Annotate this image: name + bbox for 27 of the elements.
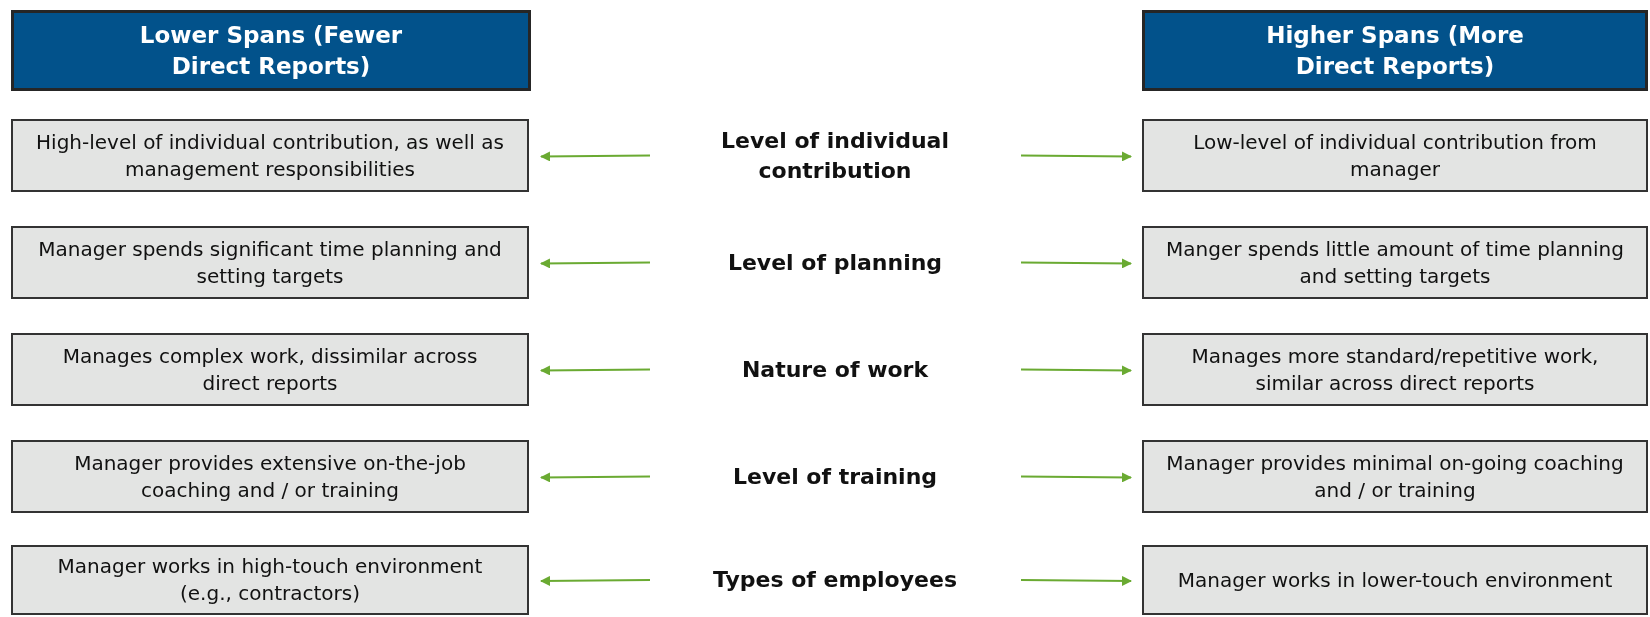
description-box: Manages complex work, dissimilar across direct reports <box>11 333 529 406</box>
factor-label: Level of individual contribution <box>655 119 1015 192</box>
description-box: Manager provides extensive on-the-job coaching and / or training <box>11 440 529 513</box>
arrow <box>540 472 651 483</box>
description-box: Low-level of individual contribution from manager <box>1142 119 1648 192</box>
description-box: Manager spends significant time planning and setting targets <box>11 226 529 299</box>
factor-label: Nature of work <box>655 333 1015 406</box>
arrow <box>540 258 651 269</box>
column-header: Higher Spans (More Direct Reports) <box>1142 10 1648 91</box>
description-box: Manager provides minimal on-going coaching and / or training <box>1142 440 1648 513</box>
arrow <box>1020 472 1132 483</box>
arrow <box>540 151 651 162</box>
factor-label: Level of training <box>655 440 1015 513</box>
factor-label: Types of employees <box>655 545 1015 615</box>
description-box: Manager works in lower-touch environment <box>1142 545 1648 615</box>
arrow <box>1020 575 1132 586</box>
arrow <box>540 365 651 376</box>
description-box: High-level of individual contribution, as well as management responsibilities <box>11 119 529 192</box>
description-box: Manager works in high-touch environment (e.g., contractors) <box>11 545 529 615</box>
arrow <box>1020 365 1132 376</box>
factor-label: Level of planning <box>655 226 1015 299</box>
arrow <box>540 575 651 586</box>
description-box: Manages more standard/repetitive work, similar across direct reports <box>1142 333 1648 406</box>
arrow <box>1020 258 1132 269</box>
column-header: Lower Spans (Fewer Direct Reports) <box>11 10 531 91</box>
arrow <box>1020 151 1132 162</box>
description-box: Manger spends little amount of time planning and setting targets <box>1142 226 1648 299</box>
